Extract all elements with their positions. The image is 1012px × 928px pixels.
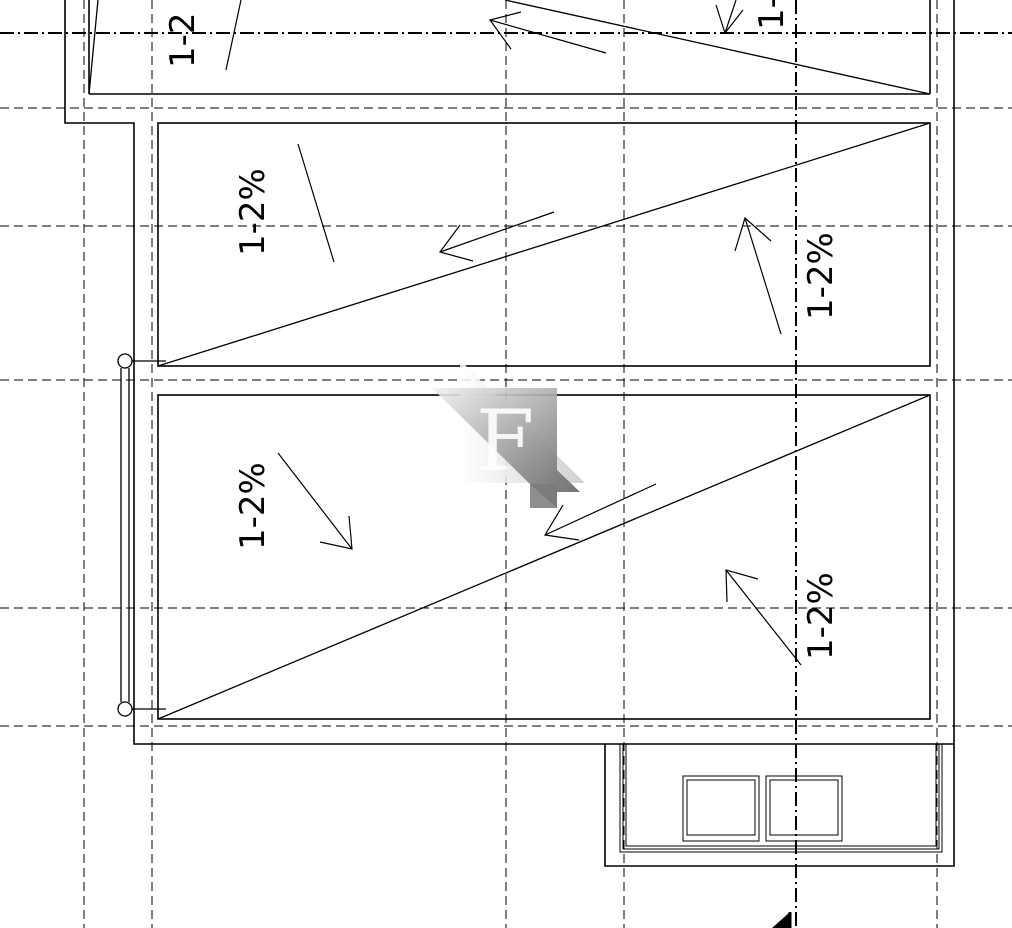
slope-arrowhead-mid-b-icon <box>438 224 474 262</box>
slope-label-low-left: 1-2% <box>233 462 273 550</box>
drain-pipe <box>117 353 166 717</box>
slope-arrows <box>225 0 802 666</box>
section-marker-triangle-icon <box>772 912 790 928</box>
slope-arrowhead-low-b-icon <box>544 504 580 541</box>
annex-block-left-inner <box>686 779 756 836</box>
section-marker <box>772 912 792 928</box>
slope-label-top-left: 1-2 <box>163 12 203 68</box>
slope-arrow-mid-b <box>439 211 555 253</box>
slope-arrowhead-mid-c-icon <box>734 216 772 252</box>
slope-arrow-mid-c <box>744 217 782 335</box>
outer-wall <box>64 0 955 745</box>
watermark-logo: F <box>432 360 585 508</box>
slope-arrowhead-top-c-icon <box>715 4 744 35</box>
annex-interior <box>619 744 943 853</box>
slope-arrow-top-b <box>489 19 607 54</box>
slope-arrow-low-b <box>544 483 657 536</box>
slope-arrowhead-top-b-icon <box>488 11 522 50</box>
annex-block-right-inner <box>769 779 839 836</box>
watermark-shape-tail-icon <box>530 484 557 508</box>
slope-arrow-low-c <box>725 569 802 666</box>
lower-annex <box>604 744 955 867</box>
ridge-lower-panel <box>157 394 931 720</box>
drain-outlet-lower-icon <box>117 701 133 717</box>
slope-arrow-mid-a <box>297 143 335 263</box>
ridge-middle-panel <box>157 122 931 367</box>
annex-inner-line-2 <box>622 744 940 850</box>
ridge-top-panel-left <box>88 0 99 95</box>
watermark-shape-front-icon <box>432 388 580 508</box>
slope-arrowhead-low-a-icon <box>319 515 353 550</box>
slope-arrowhead-low-c-icon <box>725 569 759 603</box>
slope-label-low-right: 1-2% <box>801 572 841 660</box>
watermark-letter: F <box>476 392 534 490</box>
annex-block-left <box>682 775 760 842</box>
roof-panel-middle <box>157 122 931 367</box>
slope-labels: 1-2 1- 1-2% 1-2% 1-2% 1-2% <box>163 0 841 660</box>
annex-inner-line-3 <box>625 744 937 847</box>
slope-arrow-low-a <box>277 452 353 550</box>
building-outline <box>64 0 955 867</box>
slope-label-top-right: 1- <box>752 0 792 30</box>
annex-block-right <box>765 775 843 842</box>
ridge-top-panel <box>504 0 931 95</box>
slope-arrow-top-a <box>225 0 242 71</box>
annex-inner-line-1 <box>619 744 943 853</box>
slope-label-mid-right: 1-2% <box>801 232 841 320</box>
drain-outlet-upper-icon <box>117 353 133 369</box>
slope-arrow-top-c <box>724 0 737 34</box>
ridge-lines <box>88 0 931 720</box>
slope-label-mid-left: 1-2% <box>233 168 273 256</box>
